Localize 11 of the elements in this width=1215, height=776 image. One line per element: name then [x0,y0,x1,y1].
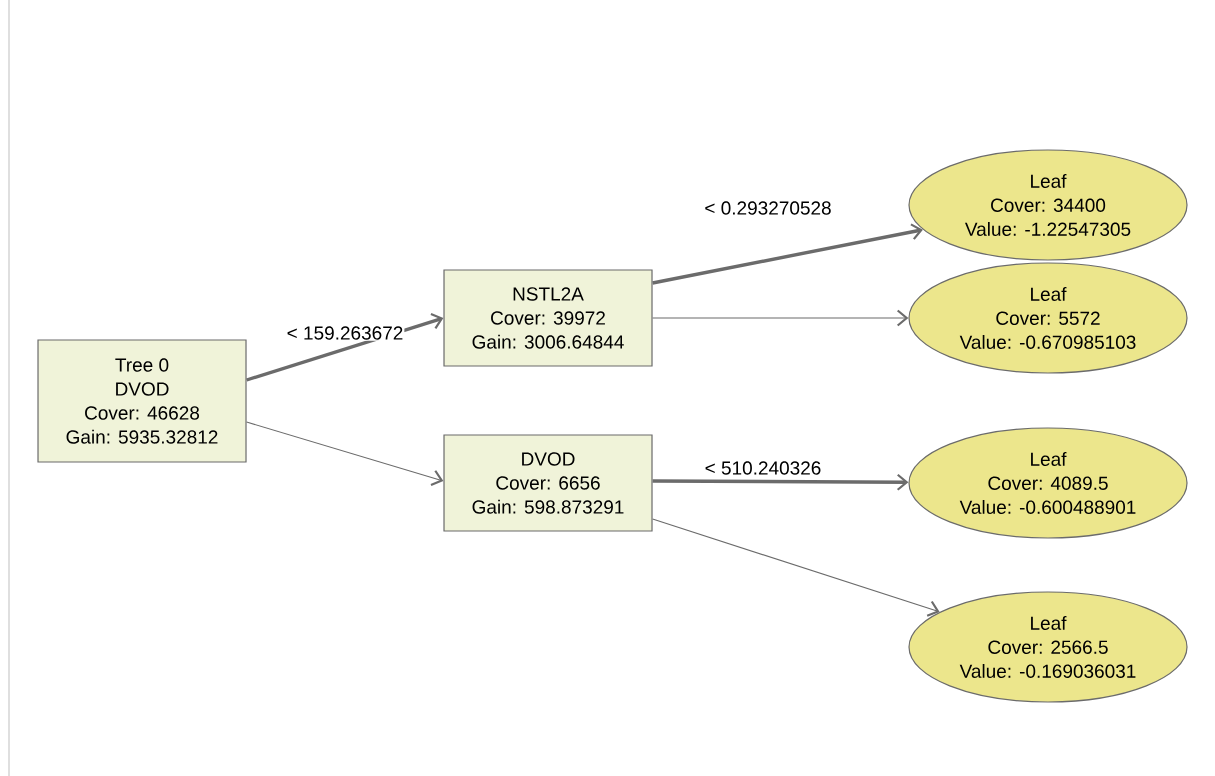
edge-label: < 159.263672 [285,325,405,341]
edge-label: < 510.240326 [703,460,823,476]
arrow [652,518,940,617]
arrow [652,223,923,285]
arrow [652,473,909,491]
edge-label: < 0.293270528 [703,200,833,216]
split-node-box: DVOD Cover: 6656 Gain: 598.873291 [443,434,653,532]
split-node-box: NSTL2A Cover: 39972 Gain: 3006.64844 [443,269,653,367]
split-node-box: Tree 0 DVOD Cover: 46628 Gain: 5935.32812 [37,339,247,463]
arrow [652,309,909,327]
arrow [246,421,444,487]
